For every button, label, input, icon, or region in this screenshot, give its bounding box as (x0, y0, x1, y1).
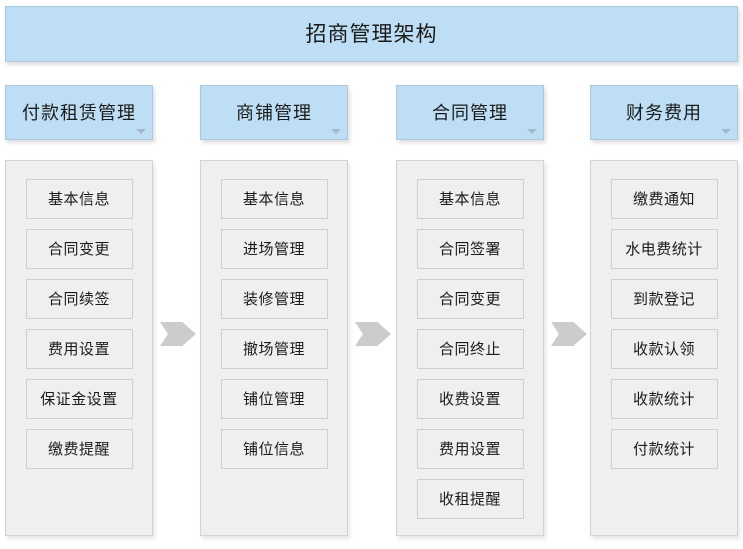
list-item-label: 收费设置 (438, 390, 501, 408)
column-header-payment-lease-management[interactable]: 付款租赁管理 (5, 85, 153, 140)
list-item-label: 合同变更 (438, 290, 501, 308)
list-item[interactable]: 合同签署 (416, 229, 524, 269)
list-item[interactable]: 基本信息 (220, 179, 328, 219)
list-item-label: 付款统计 (632, 440, 695, 458)
list-item-label: 铺位信息 (242, 440, 305, 458)
list-item-label: 铺位管理 (242, 390, 305, 408)
chevron-down-icon[interactable] (136, 129, 146, 134)
page-title: 招商管理架构 (305, 22, 438, 46)
column-header-label: 付款租赁管理 (22, 102, 136, 123)
chevron-down-icon[interactable] (721, 129, 731, 134)
list-item[interactable]: 撤场管理 (220, 329, 328, 369)
diagram-title-bar: 招商管理架构 (5, 6, 738, 62)
column-header-label: 商铺管理 (236, 102, 312, 123)
flow-arrow-right-icon (551, 322, 587, 346)
list-item[interactable]: 付款统计 (610, 429, 718, 469)
list-item[interactable]: 合同续签 (25, 279, 133, 319)
chevron-down-icon[interactable] (331, 129, 341, 134)
list-item-label: 合同签署 (438, 240, 501, 258)
list-item[interactable]: 铺位信息 (220, 429, 328, 469)
list-item-label: 收款统计 (632, 390, 695, 408)
list-item-label: 基本信息 (242, 190, 305, 208)
column-header-contract-management[interactable]: 合同管理 (396, 85, 544, 140)
list-item-label: 合同续签 (47, 290, 110, 308)
list-item-label: 合同终止 (438, 340, 501, 358)
list-item[interactable]: 缴费通知 (610, 179, 718, 219)
list-item-label: 到款登记 (632, 290, 695, 308)
column-panel-shop-management: 基本信息 进场管理 装修管理 撤场管理 铺位管理 铺位信息 (200, 160, 348, 536)
list-item[interactable]: 水电费统计 (610, 229, 718, 269)
column-header-label: 财务费用 (626, 102, 702, 123)
flow-arrow-right-icon (160, 322, 196, 346)
list-item[interactable]: 进场管理 (220, 229, 328, 269)
column-panel-contract-management: 基本信息 合同签署 合同变更 合同终止 收费设置 费用设置 收租提醒 (396, 160, 544, 536)
list-item[interactable]: 到款登记 (610, 279, 718, 319)
chevron-down-icon[interactable] (527, 129, 537, 134)
list-item[interactable]: 铺位管理 (220, 379, 328, 419)
list-item-label: 合同变更 (47, 240, 110, 258)
list-item-label: 进场管理 (242, 240, 305, 258)
list-item[interactable]: 收款统计 (610, 379, 718, 419)
list-item-label: 收租提醒 (438, 490, 501, 508)
list-item[interactable]: 缴费提醒 (25, 429, 133, 469)
list-item[interactable]: 收费设置 (416, 379, 524, 419)
column-panel-finance-fees: 缴费通知 水电费统计 到款登记 收款认领 收款统计 付款统计 (590, 160, 738, 536)
list-item[interactable]: 基本信息 (416, 179, 524, 219)
flow-arrow-right-icon (355, 322, 391, 346)
column-header-shop-management[interactable]: 商铺管理 (200, 85, 348, 140)
list-item[interactable]: 收租提醒 (416, 479, 524, 519)
column-panel-payment-lease-management: 基本信息 合同变更 合同续签 费用设置 保证金设置 缴费提醒 (5, 160, 153, 536)
list-item-label: 基本信息 (47, 190, 110, 208)
list-item[interactable]: 费用设置 (416, 429, 524, 469)
list-item[interactable]: 装修管理 (220, 279, 328, 319)
column-header-finance-fees[interactable]: 财务费用 (590, 85, 738, 140)
list-item-label: 收款认领 (632, 340, 695, 358)
column-header-label: 合同管理 (432, 102, 508, 123)
list-item[interactable]: 保证金设置 (25, 379, 133, 419)
list-item-label: 费用设置 (438, 440, 501, 458)
list-item[interactable]: 合同变更 (416, 279, 524, 319)
list-item-label: 水电费统计 (625, 240, 703, 258)
list-item[interactable]: 费用设置 (25, 329, 133, 369)
list-item-label: 保证金设置 (40, 390, 118, 408)
list-item-label: 缴费通知 (632, 190, 695, 208)
list-item[interactable]: 收款认领 (610, 329, 718, 369)
list-item[interactable]: 基本信息 (25, 179, 133, 219)
list-item-label: 费用设置 (47, 340, 110, 358)
list-item[interactable]: 合同终止 (416, 329, 524, 369)
list-item-label: 缴费提醒 (47, 440, 110, 458)
list-item-label: 装修管理 (242, 290, 305, 308)
list-item[interactable]: 合同变更 (25, 229, 133, 269)
list-item-label: 基本信息 (438, 190, 501, 208)
list-item-label: 撤场管理 (242, 340, 305, 358)
